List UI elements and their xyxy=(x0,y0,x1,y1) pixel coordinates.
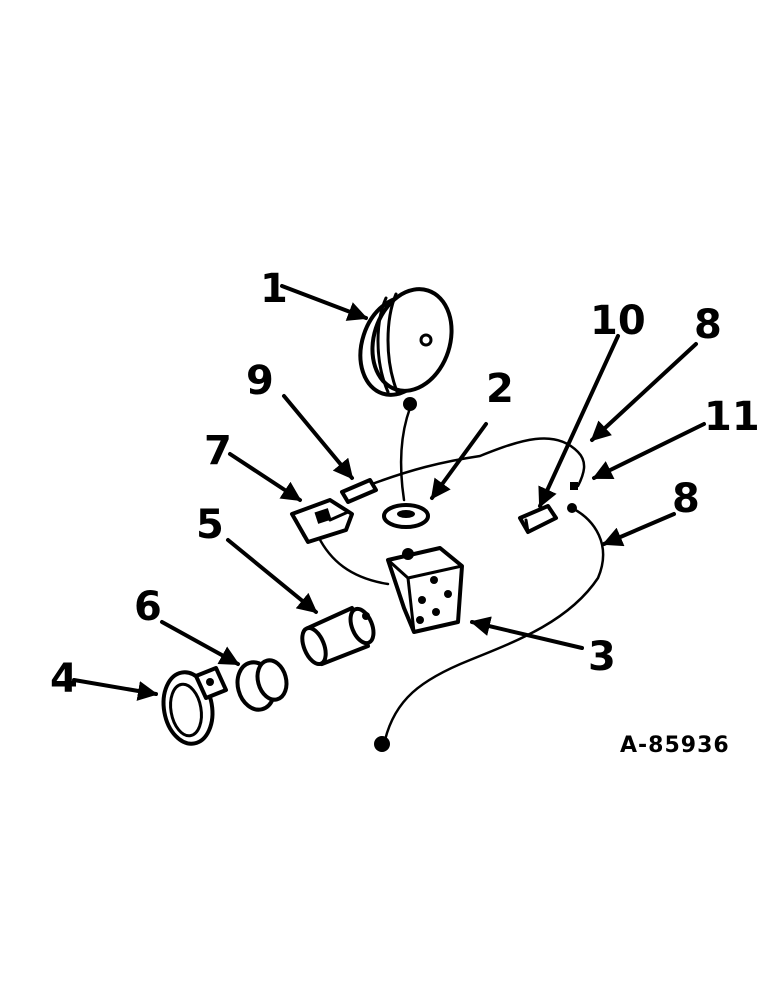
callout-11: 11 xyxy=(704,394,760,440)
wire-ends xyxy=(374,503,577,752)
connector-part xyxy=(518,504,558,534)
wire-lamp-to-grommet xyxy=(399,406,412,502)
callout-8-upper: 8 xyxy=(694,302,722,348)
switch-clip-part xyxy=(290,498,354,544)
bracket-part xyxy=(386,546,464,634)
switch-body-part xyxy=(300,606,376,667)
drawing-reference-number: A-85936 xyxy=(620,733,730,758)
callout-1: 1 xyxy=(260,266,288,312)
leader-arrows xyxy=(72,284,706,701)
callout-6: 6 xyxy=(134,584,162,630)
wire-connector-to-ground xyxy=(383,506,605,742)
wire-switch-loop xyxy=(316,534,390,586)
callout-7: 7 xyxy=(204,428,232,474)
terminal-part xyxy=(340,478,378,504)
callout-8-lower: 8 xyxy=(672,476,700,522)
grommet-part xyxy=(382,503,430,529)
knob-part xyxy=(235,658,289,712)
callout-labels: 1 2 3 4 5 6 7 8 8 9 10 11 xyxy=(50,266,760,702)
callout-10: 10 xyxy=(590,298,646,344)
clamp-part xyxy=(161,666,228,746)
callout-4: 4 xyxy=(50,656,78,702)
lamp-part xyxy=(358,287,454,411)
wiring xyxy=(316,406,605,742)
small-terminal-part xyxy=(570,482,578,490)
callout-3: 3 xyxy=(588,634,616,680)
wire-switch-to-connector xyxy=(370,437,586,488)
callout-5: 5 xyxy=(196,502,224,548)
callout-2: 2 xyxy=(486,366,514,412)
callout-9: 9 xyxy=(246,358,274,404)
